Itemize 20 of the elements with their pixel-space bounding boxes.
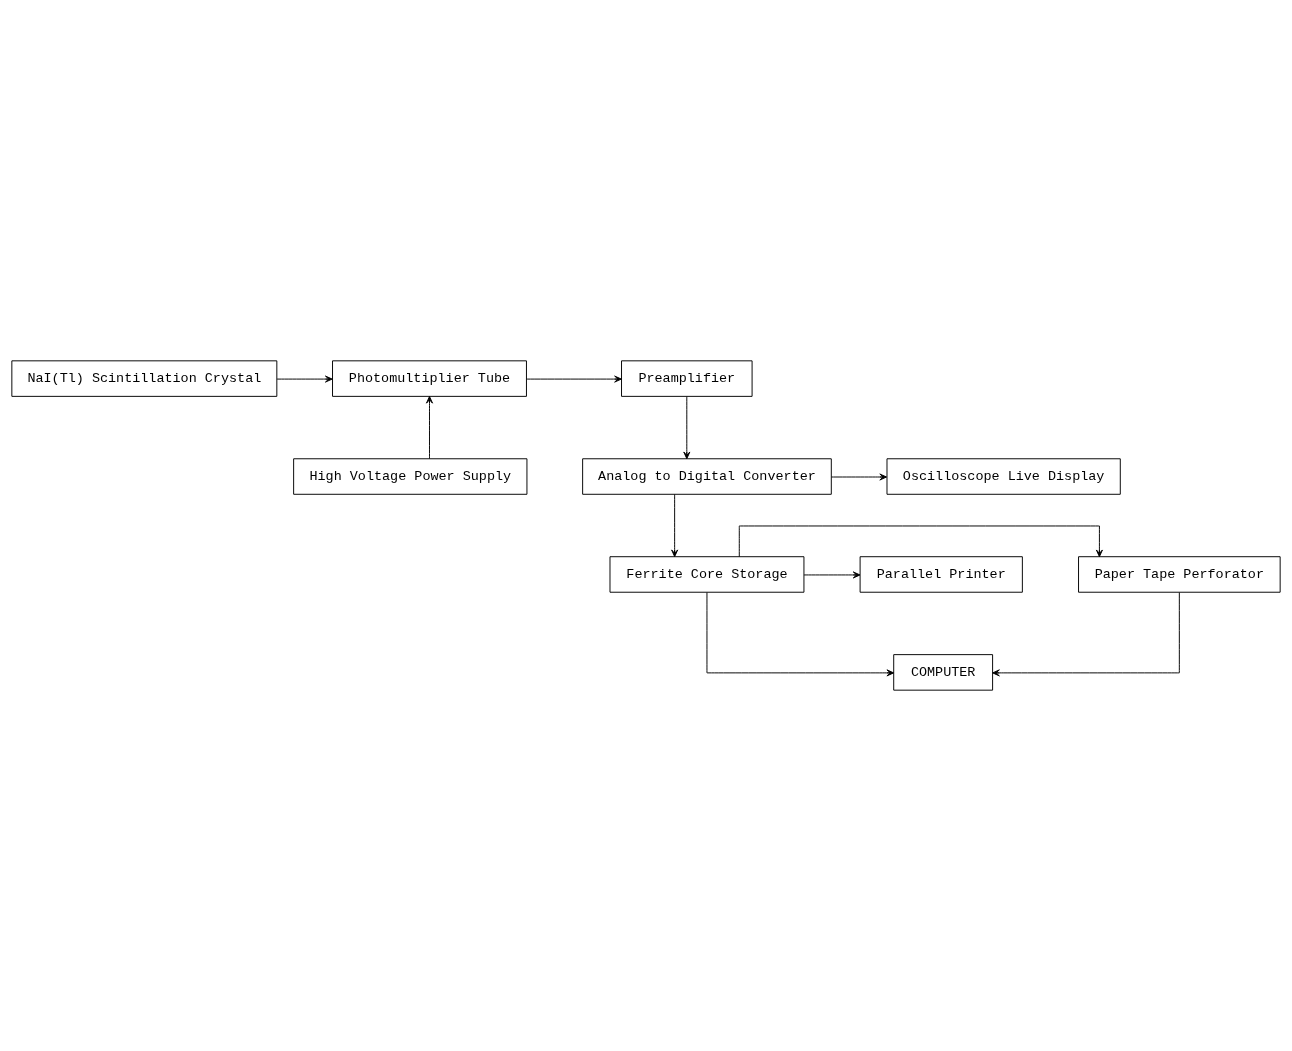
arrow: [738, 525, 1103, 558]
arrow: [683, 396, 691, 460]
arrow: [671, 494, 679, 558]
node-box: Parallel Printer: [859, 556, 1023, 593]
arrow: [706, 592, 895, 677]
node-box: High Voltage Power Supply: [293, 458, 528, 495]
node-box: Oscilloscope Live Display: [886, 458, 1121, 495]
node-box: NaI(Tl) Scintillation Crystal: [11, 360, 278, 397]
arrow: [992, 592, 1180, 677]
node-box: Paper Tape Perforator: [1078, 556, 1281, 593]
node-box: Photomultiplier Tube: [332, 360, 527, 397]
node-box: Analog to Digital Converter: [582, 458, 832, 495]
arrow: [526, 375, 622, 383]
node-box: Ferrite Core Storage: [609, 556, 805, 593]
arrow: [276, 375, 333, 383]
node-box: COMPUTER: [893, 654, 994, 691]
arrow: [803, 571, 861, 579]
node-box: Preamplifier: [621, 360, 753, 397]
arrow: [426, 395, 433, 460]
arrow: [831, 473, 887, 481]
